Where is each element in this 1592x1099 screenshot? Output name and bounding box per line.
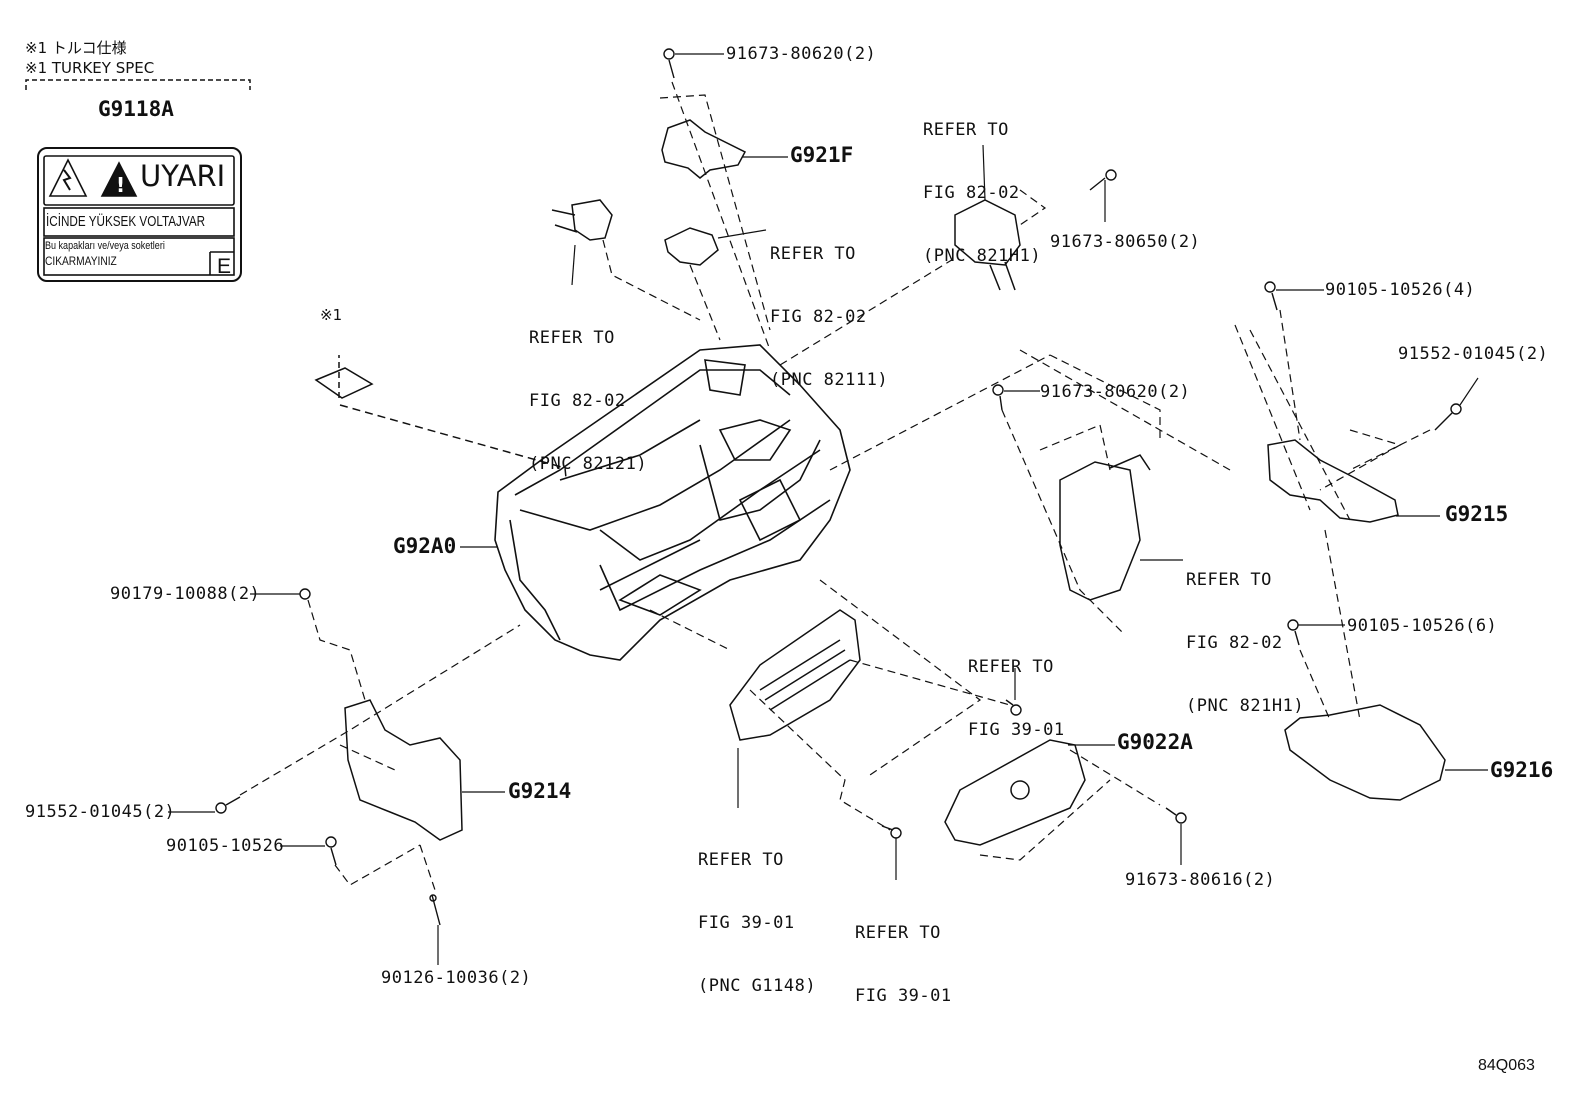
g921f-bracket	[661, 119, 747, 179]
g9022a-module	[944, 739, 1086, 846]
refer-g1148: REFER TO FIG 39-01 (PNC G1148)	[698, 850, 817, 996]
refer-39-01-a: REFER TO FIG 39-01	[968, 657, 1065, 740]
spec-bracket	[25, 79, 251, 90]
part-label: 90105-10526	[166, 836, 285, 856]
refer-39-01-b: REFER TO FIG 39-01	[855, 923, 952, 1006]
refer-821h1-mid: REFER TO FIG 82-02 (PNC 821H1)	[1186, 570, 1305, 716]
part-label: G921F	[790, 143, 854, 167]
part-label: 91673-80620(2)	[1040, 382, 1191, 402]
warning-title: UYARI	[140, 159, 226, 193]
connector-82111	[664, 227, 719, 266]
part-label: G92A0	[393, 534, 457, 558]
mark-1: ※1	[320, 306, 343, 324]
part-label: G9214	[508, 779, 572, 803]
part-label: 90105-10526(4)	[1325, 280, 1476, 300]
label-sticker	[314, 367, 374, 399]
part-label: 91673-80620(2)	[726, 44, 877, 64]
part-label: 91552-01045(2)	[1398, 344, 1549, 364]
part-label: 91673-80616(2)	[1125, 870, 1276, 890]
assembly-dashes	[239, 81, 1431, 891]
g1148-module	[729, 609, 861, 741]
part-label: 90126-10036(2)	[381, 968, 532, 988]
warning-line3: CIKARMAYINIZ	[45, 254, 117, 268]
warning-badge: E	[217, 255, 232, 278]
hv-triangle-icon	[48, 158, 88, 197]
spec-note-en: ※1 TURKEY SPEC	[25, 59, 155, 77]
connector-82121	[571, 199, 613, 241]
part-label: 91673-80650(2)	[1050, 232, 1201, 252]
part-label: G9215	[1445, 502, 1509, 526]
g9216-cover	[1284, 704, 1446, 801]
part-label: G9022A	[1117, 730, 1193, 754]
refer-82111: REFER TO FIG 82-02 (PNC 82111)	[770, 244, 889, 390]
part-label: G9216	[1490, 758, 1554, 782]
warning-label-graphics	[43, 155, 235, 276]
inverter-assembly	[494, 344, 851, 661]
leader-lines	[168, 53, 1488, 965]
figure-code: 84Q063	[1478, 1057, 1535, 1074]
spec-note-jp: ※1 トルコ仕様	[25, 39, 127, 57]
svg-text:!: !	[116, 173, 125, 197]
warning-line1: İCİNDE YÜKSEK VOLTAJVAR	[46, 213, 206, 230]
connector-821h1-mid	[1059, 461, 1141, 601]
part-label: 90179-10088(2)	[110, 584, 261, 604]
warning-line2: Bu kapakları ve/veya soketleri	[45, 240, 165, 252]
part-label: 90105-10526(6)	[1347, 616, 1498, 636]
bolts	[215, 48, 1462, 926]
warning-label-part-no: G9118A	[98, 97, 174, 121]
g9214-bracket	[344, 699, 463, 841]
caution-triangle-icon	[100, 161, 138, 197]
warning-label	[37, 147, 242, 282]
refer-82121: REFER TO FIG 82-02 (PNC 82121)	[529, 328, 648, 474]
g9215-bracket	[1267, 439, 1399, 523]
refer-821h1-top: REFER TO FIG 82-02 (PNC 821H1)	[923, 120, 1042, 266]
connector-821h1-top	[954, 199, 1021, 266]
part-label: 91552-01045(2)	[25, 802, 176, 822]
